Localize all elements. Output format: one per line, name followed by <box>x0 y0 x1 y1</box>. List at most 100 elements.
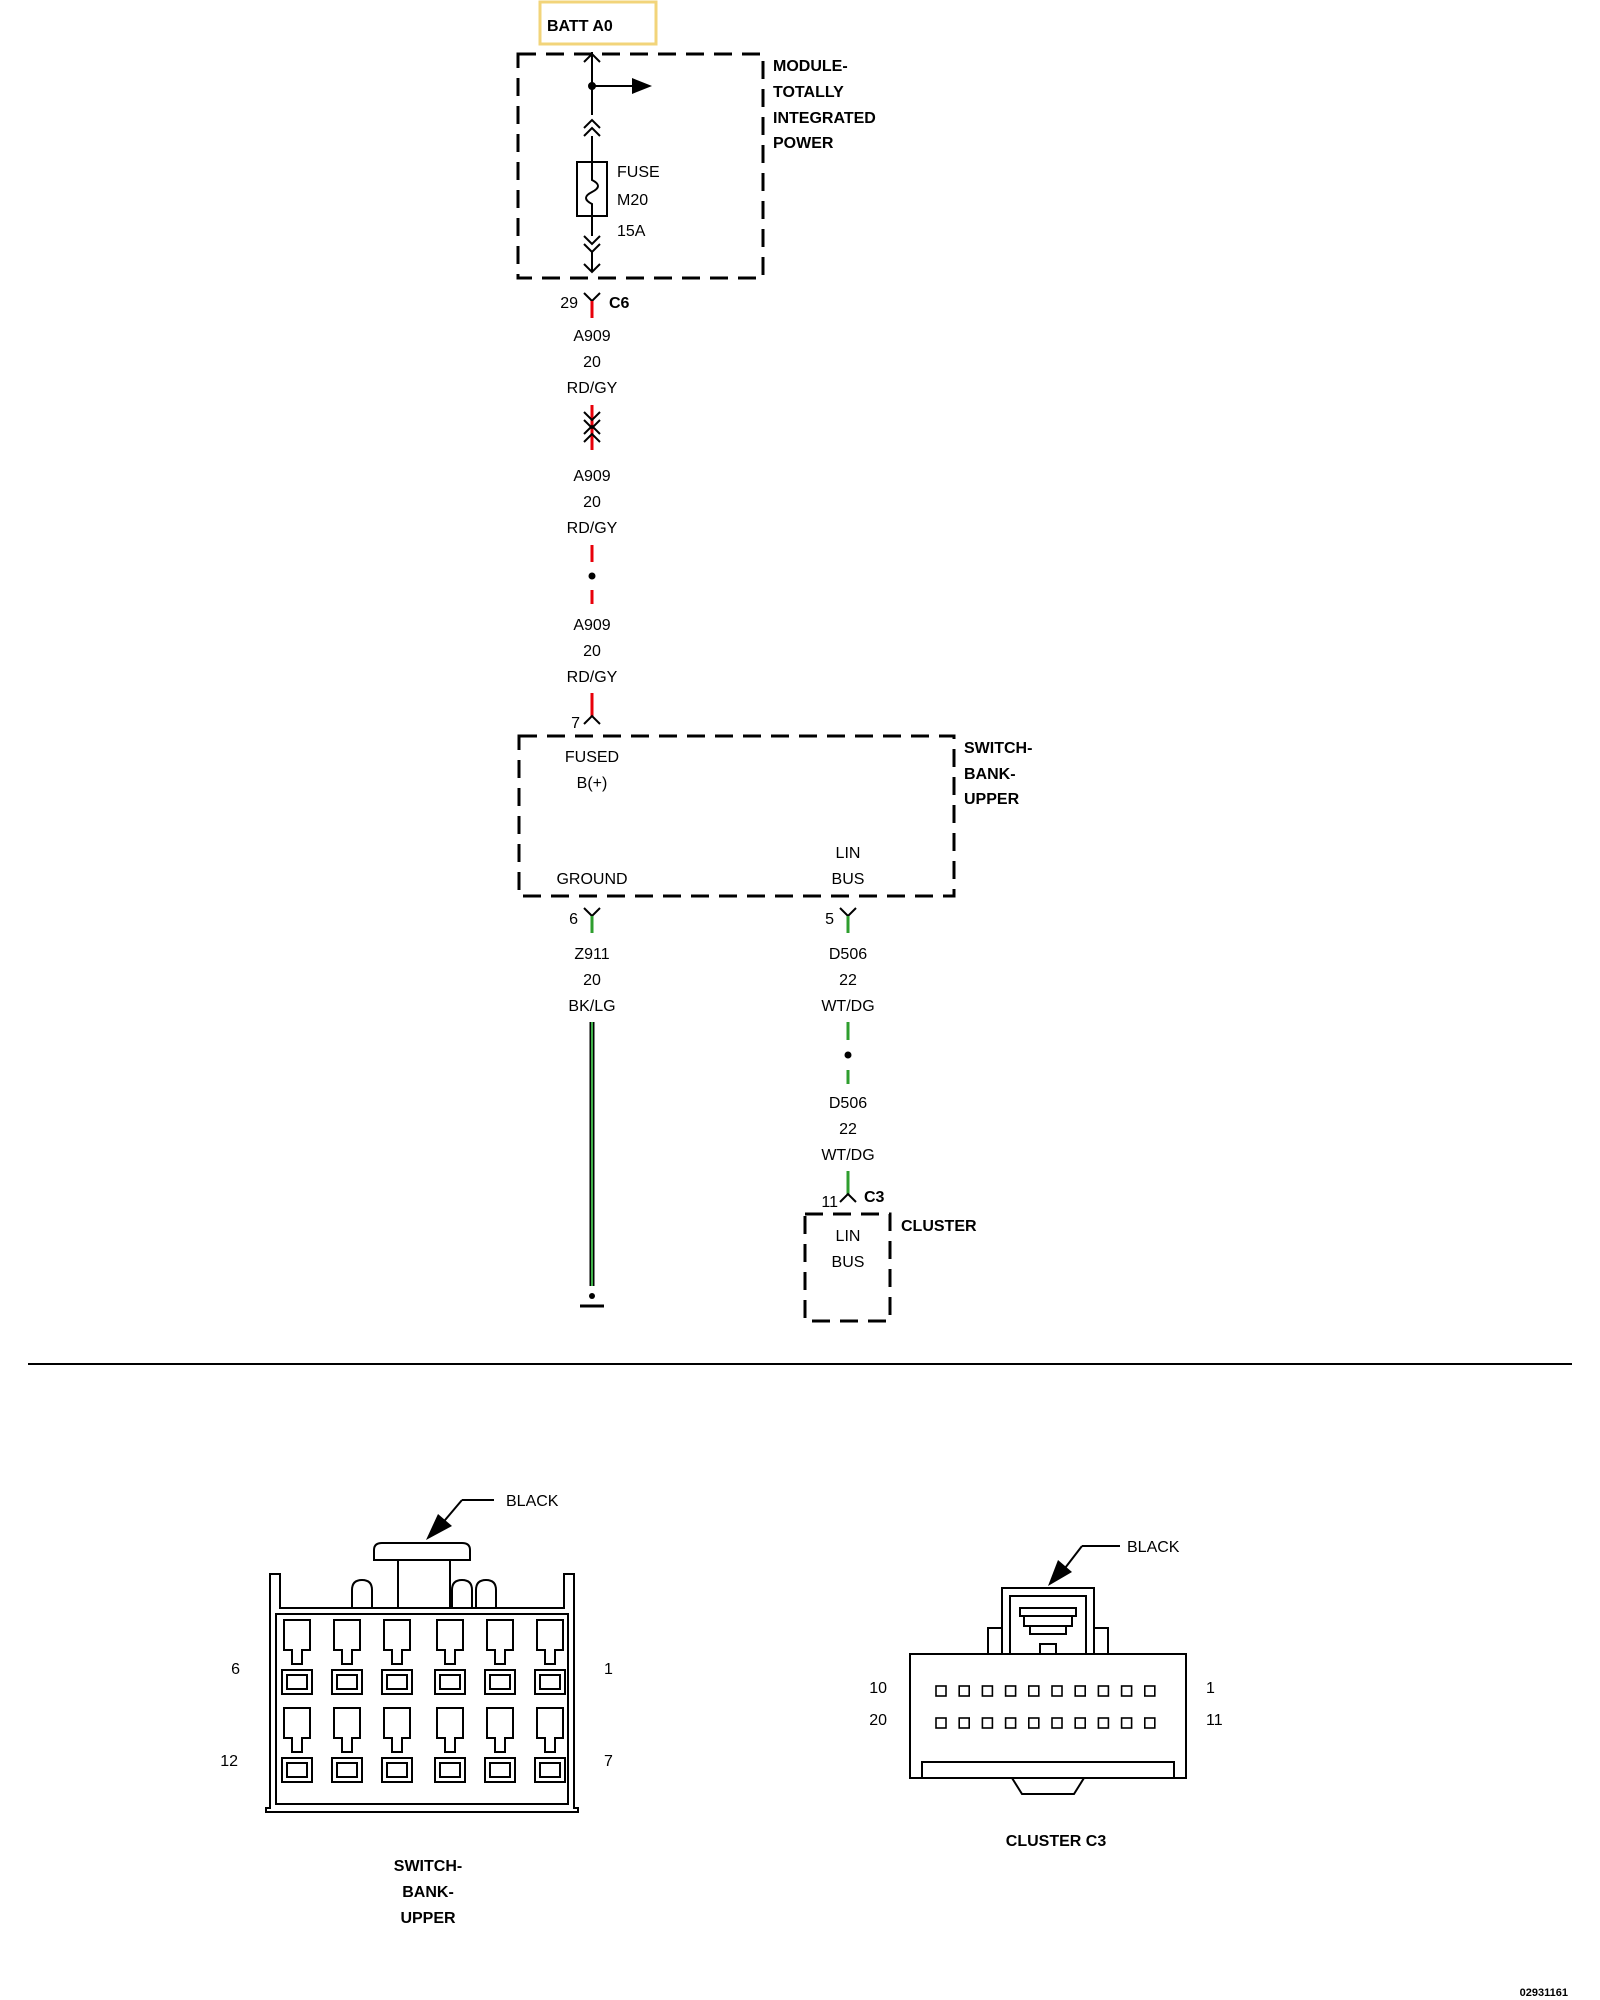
d506-gauge-1: 22 <box>839 972 857 989</box>
switch-bank-cavity <box>484 1619 516 1695</box>
z911-gauge: 20 <box>583 972 601 989</box>
cluster-lin-1: LIN <box>836 1228 861 1245</box>
switch-bank-view-title-2: BANK- <box>402 1884 454 1901</box>
tipm-name-line4: POWER <box>773 135 834 152</box>
fuse-m20: FUSE M20 15A <box>617 164 660 240</box>
d506-color-1: WT/DG <box>821 998 874 1015</box>
fuse-id: M20 <box>617 192 648 209</box>
wire-a909: A909 20 RD/GY A909 20 RD/GY A909 20 RD/G… <box>567 301 618 725</box>
switch-bank-pin-top-left: 6 <box>231 1661 240 1678</box>
switch-bank-ground-label: GROUND <box>556 871 627 888</box>
splice-dot-a909 <box>588 572 596 580</box>
splice-dot-d506 <box>844 1051 852 1059</box>
cluster-c3-cavity <box>935 1717 947 1729</box>
tipm-name-line3: INTEGRATED <box>773 110 876 127</box>
tipm-module: MODULE- TOTALLY INTEGRATED POWER <box>516 52 876 280</box>
connector-c6: 29 C6 <box>560 292 630 312</box>
switch-bank-lin-2: BUS <box>832 871 865 888</box>
cluster-c3-cavity <box>1004 1717 1017 1729</box>
cluster-connector-c3: C3 <box>864 1189 885 1206</box>
switch-bank-cavity <box>434 1707 466 1783</box>
a909-circuit-2: A909 <box>573 468 610 485</box>
cluster-name: CLUSTER <box>901 1218 977 1235</box>
c6-name: C6 <box>609 295 630 312</box>
d506-circuit-1: D506 <box>829 946 867 963</box>
fuse-label: FUSE <box>617 164 660 181</box>
switch-bank-cavity <box>281 1619 313 1695</box>
switch-bank-pin-bottom-left: 12 <box>220 1753 238 1770</box>
cluster-c3-cavity <box>1120 1717 1133 1729</box>
cluster-c3-cavity <box>981 1685 994 1697</box>
cluster-c3-cavities <box>935 1685 1156 1729</box>
d506-gauge-2: 22 <box>839 1121 857 1138</box>
lin-pin-5: 5 <box>825 911 834 928</box>
switch-bank-fused-1: FUSED <box>565 749 619 766</box>
a909-color-1: RD/GY <box>567 380 618 397</box>
cluster-c3-cavity <box>1028 1685 1040 1697</box>
cluster-c3-cavity <box>935 1685 947 1697</box>
switch-bank-view-title-1: SWITCH- <box>394 1858 462 1875</box>
wire-z911: 6 Z911 20 BK/LG <box>568 907 616 1299</box>
cluster-c3-cavity <box>1051 1685 1063 1697</box>
cluster-c3-cavity <box>1074 1717 1086 1729</box>
switch-bank-pin-7: 7 <box>571 715 580 732</box>
tipm-name-line2: TOTALLY <box>773 84 844 101</box>
switch-bank-cavity <box>381 1707 413 1783</box>
cluster-c3-cavity <box>958 1717 971 1729</box>
a909-color-3: RD/GY <box>567 669 618 686</box>
wire-d506: 5 D506 22 WT/DG D506 22 WT/DG <box>821 907 875 1203</box>
cluster-c3-pin-top-right: 1 <box>1206 1680 1215 1697</box>
a909-circuit-1: A909 <box>573 328 610 345</box>
cluster-c3-cavity <box>1097 1717 1110 1729</box>
switch-bank-connector-view <box>265 1499 579 1813</box>
switch-bank-cavity <box>281 1707 313 1783</box>
switch-bank-cavity <box>434 1619 466 1695</box>
switch-bank-cavities <box>281 1619 566 1783</box>
ground-pin-6: 6 <box>569 911 578 928</box>
switch-bank-cavity <box>484 1707 516 1783</box>
switch-bank-pin-bottom-right: 7 <box>604 1753 613 1770</box>
switch-bank-upper-module: 7 SWITCH- BANK- UPPER FUSED B(+) GROUND … <box>517 715 1032 898</box>
a909-color-2: RD/GY <box>567 520 618 537</box>
cluster-c3-connector-labels: BLACK 10 1 20 11 CLUSTER C3 <box>869 1539 1223 1850</box>
a909-gauge-1: 20 <box>583 354 601 371</box>
cluster-c3-cavity <box>981 1717 994 1729</box>
a909-gauge-2: 20 <box>583 494 601 511</box>
cluster-c3-pin-bottom-right: 11 <box>1206 1712 1223 1729</box>
cluster-lin-2: BUS <box>832 1254 865 1271</box>
switch-bank-color-label: BLACK <box>506 1493 559 1510</box>
battery-source: BATT A0 <box>538 0 658 46</box>
cluster-c3-cavity <box>1120 1685 1133 1697</box>
cluster-pin-11: 11 <box>821 1194 838 1211</box>
switch-bank-lin-1: LIN <box>836 845 861 862</box>
switch-bank-cavity <box>534 1619 566 1695</box>
cluster-c3-cavity <box>1004 1685 1017 1697</box>
switch-bank-connector-labels: BLACK 6 1 12 7 SWITCH- BANK- UPPER <box>220 1493 613 1927</box>
switch-bank-cavity <box>534 1707 566 1783</box>
switch-bank-fused-2: B(+) <box>577 775 608 792</box>
switch-bank-cavity <box>331 1619 363 1695</box>
cluster-c3-cavity <box>958 1685 971 1697</box>
a909-circuit-3: A909 <box>573 617 610 634</box>
cluster-c3-pin-top-left: 10 <box>869 1680 887 1697</box>
switch-bank-cavity <box>381 1619 413 1695</box>
a909-gauge-3: 20 <box>583 643 601 660</box>
tipm-name-line1: MODULE- <box>773 58 848 75</box>
cluster-c3-color-label: BLACK <box>1127 1539 1180 1556</box>
figure-id: 02931161 <box>1520 1987 1568 1999</box>
fuse-rating: 15A <box>617 223 646 240</box>
d506-circuit-2: D506 <box>829 1095 867 1112</box>
c6-pin: 29 <box>560 295 578 312</box>
z911-color: BK/LG <box>568 998 615 1015</box>
cluster-c3-pin-bottom-left: 20 <box>869 1712 887 1729</box>
switch-bank-view-title-3: UPPER <box>400 1910 456 1927</box>
d506-color-2: WT/DG <box>821 1147 874 1164</box>
cluster-c3-cavity <box>1074 1685 1086 1697</box>
z911-circuit: Z911 <box>574 946 609 963</box>
cluster-c3-cavity <box>1144 1685 1156 1697</box>
switch-bank-cavity <box>331 1707 363 1783</box>
cluster-c3-cavity <box>1097 1685 1110 1697</box>
switch-bank-name-line3: UPPER <box>964 791 1020 808</box>
switch-bank-pin-top-right: 1 <box>604 1661 613 1678</box>
battery-source-label: BATT A0 <box>547 18 613 35</box>
